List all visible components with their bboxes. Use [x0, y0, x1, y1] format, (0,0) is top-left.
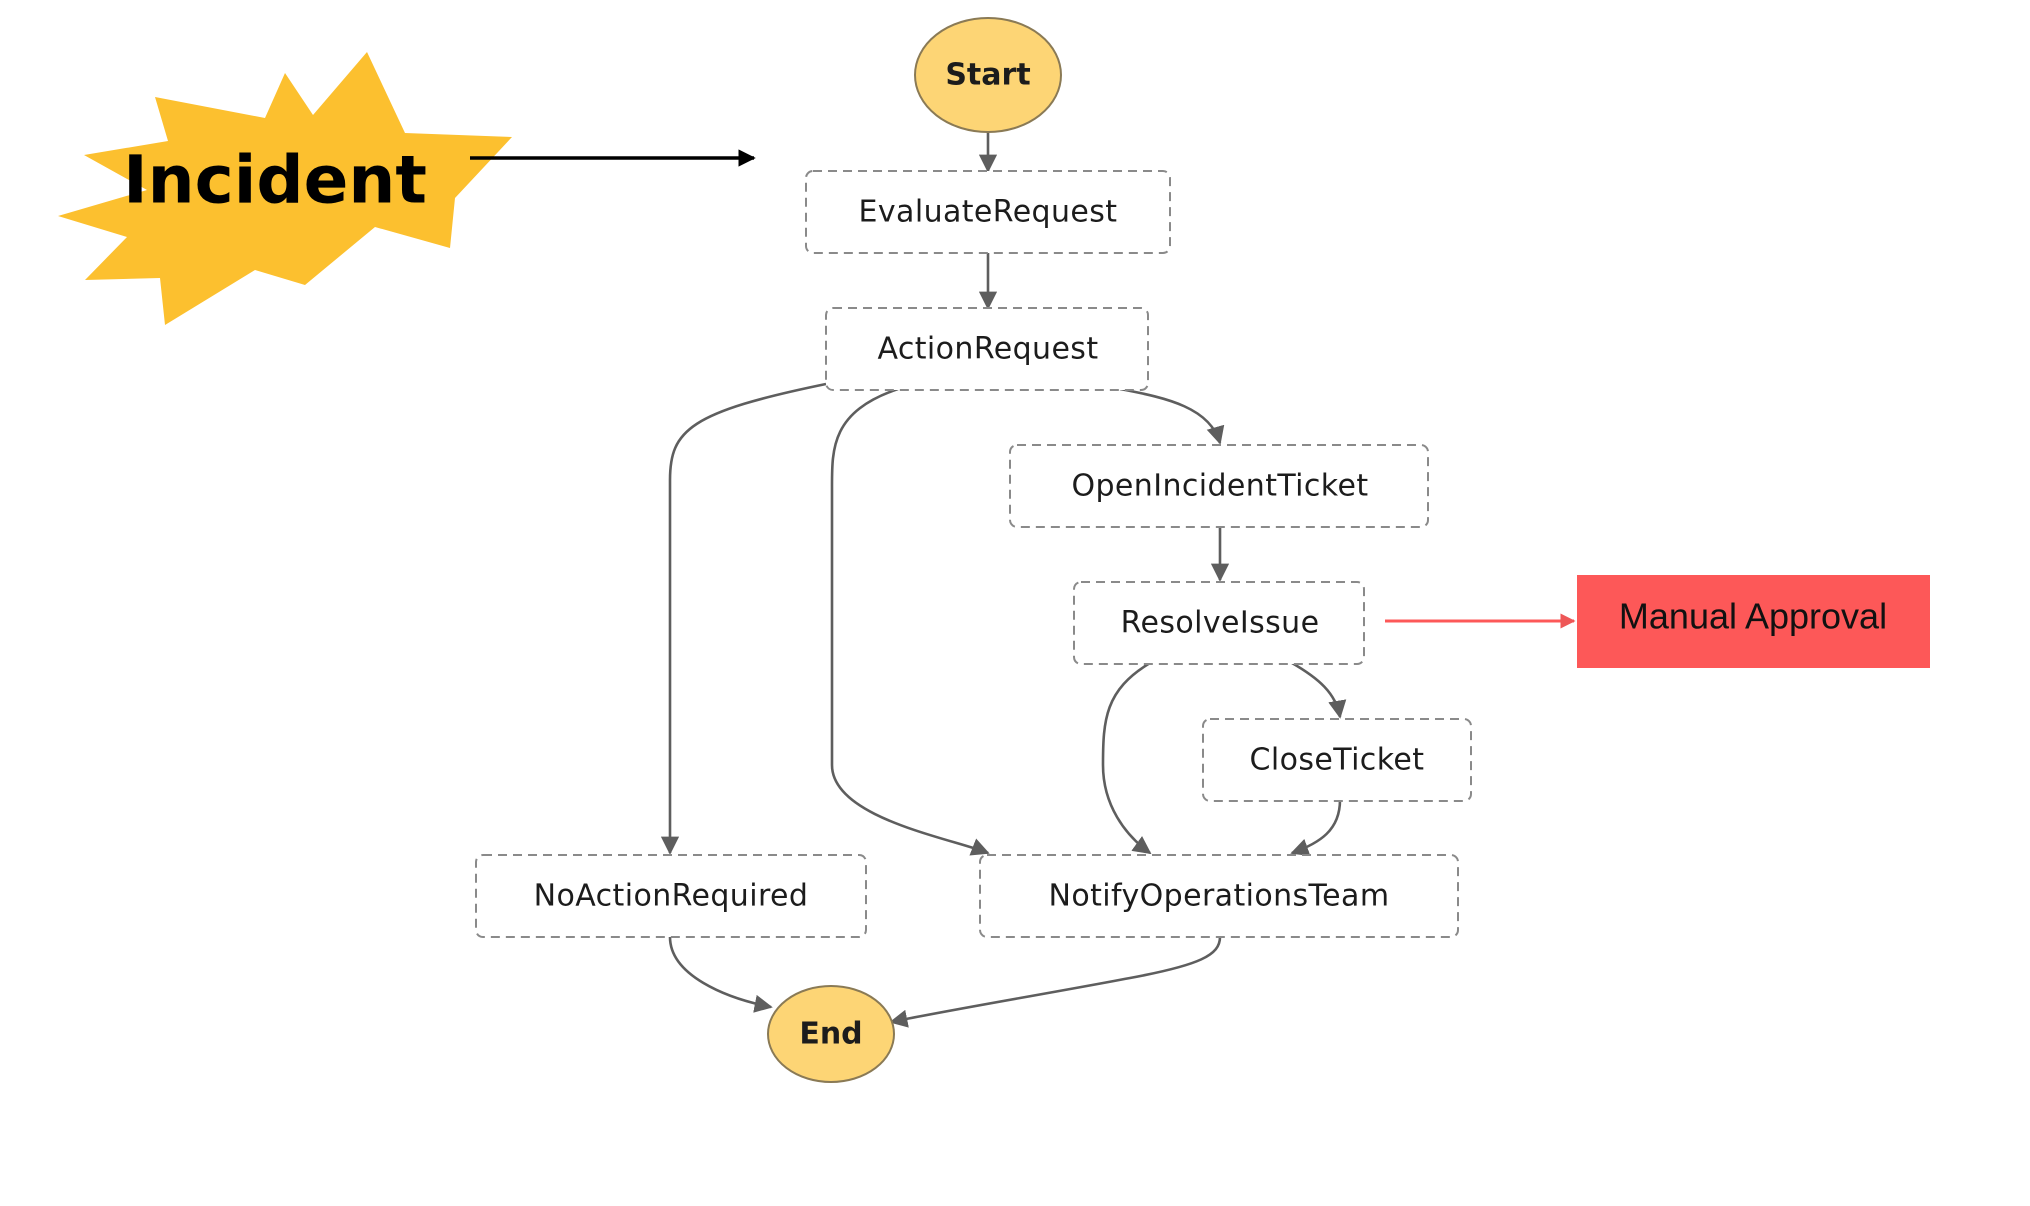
- state-close-ticket-label: CloseTicket: [1250, 743, 1425, 778]
- starburst-icon: [58, 52, 512, 325]
- state-resolve-issue-label: ResolveIssue: [1121, 606, 1320, 641]
- state-open-incident-ticket-label: OpenIncidentTicket: [1071, 469, 1368, 504]
- start-label: Start: [945, 58, 1030, 93]
- state-no-action-required: NoActionRequired: [475, 854, 867, 938]
- state-open-incident-ticket: OpenIncidentTicket: [1009, 444, 1429, 528]
- edge-resolve-issue-to-notify-operations-team: [1101, 661, 1152, 855]
- start-node: Start: [914, 17, 1062, 133]
- edge-resolve-issue-to-close-ticket: [1291, 661, 1347, 719]
- edge-action-request-to-no-action-required: [660, 382, 827, 855]
- end-label: End: [799, 1017, 862, 1052]
- manual-approval-box: [1577, 575, 1930, 668]
- end-node: End: [767, 985, 895, 1083]
- edges: [660, 132, 1347, 1028]
- state-close-ticket: CloseTicket: [1202, 718, 1472, 802]
- state-no-action-required-label: NoActionRequired: [534, 879, 809, 914]
- state-action-request-label: ActionRequest: [877, 332, 1098, 367]
- edge-no-action-required-to-end: [668, 936, 773, 1013]
- incident-burst: Incident: [58, 52, 512, 325]
- manual-approval-callout: Manual Approval: [1577, 575, 1930, 668]
- state-evaluate-request-label: EvaluateRequest: [859, 195, 1118, 230]
- state-action-request: ActionRequest: [825, 307, 1149, 391]
- edge-action-request-to-open-incident-ticket: [1119, 387, 1225, 445]
- edge-action-request-to-notify-operations-team: [830, 387, 990, 856]
- state-resolve-issue: ResolveIssue: [1073, 581, 1365, 665]
- edge-notify-operations-team-to-end: [889, 936, 1222, 1028]
- manual-approval-label: Manual Approval: [1619, 596, 1887, 637]
- state-evaluate-request: EvaluateRequest: [805, 170, 1171, 254]
- state-notify-operations-team: NotifyOperationsTeam: [979, 854, 1459, 938]
- incident-label: Incident: [123, 142, 427, 219]
- state-notify-operations-team-label: NotifyOperationsTeam: [1049, 879, 1390, 914]
- edge-close-ticket-to-notify-operations-team: [1290, 799, 1342, 857]
